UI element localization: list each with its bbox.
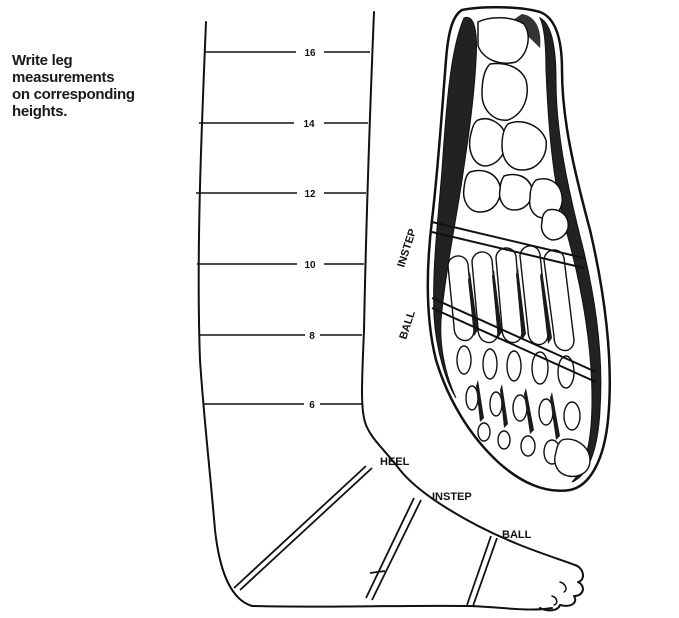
- foot-measure-lines: [234, 466, 497, 606]
- sole-instep-label: INSTEP: [395, 227, 419, 268]
- height-lines: [196, 52, 370, 404]
- heel-label: HEEL: [380, 456, 410, 468]
- height-mark-8: 8: [309, 331, 315, 342]
- sole-ball-label: BALL: [397, 309, 418, 341]
- foot-sole-view: [428, 7, 610, 491]
- height-mark-12: 12: [304, 189, 316, 200]
- instep-label: INSTEP: [432, 491, 472, 503]
- ball-label: BALL: [502, 529, 532, 541]
- height-mark-16: 16: [304, 48, 316, 59]
- height-marks: 16 14 12 10 8 6: [303, 48, 316, 411]
- height-mark-14: 14: [303, 119, 315, 130]
- height-mark-6: 6: [309, 400, 315, 411]
- height-mark-10: 10: [304, 260, 316, 271]
